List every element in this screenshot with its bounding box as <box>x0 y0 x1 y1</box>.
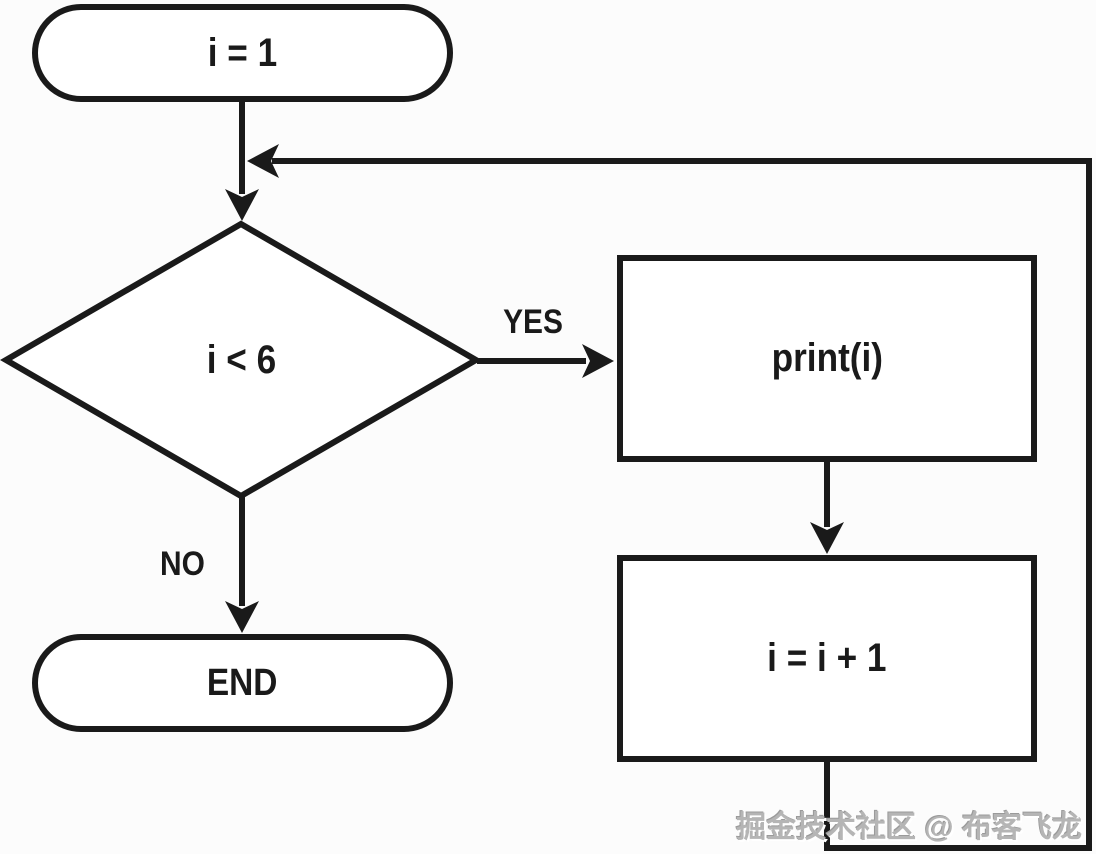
arrowhead-into-increment <box>810 522 844 554</box>
arrowhead-into-condition <box>225 189 259 221</box>
loopback-arrowhead <box>247 144 279 178</box>
print-process-shape <box>617 255 1037 462</box>
decision-diamond-shape <box>0 220 482 500</box>
start-terminator-shape <box>32 4 453 102</box>
watermark-text: 掘金技术社区 @ 布客飞龙 <box>736 811 1082 844</box>
arrowhead-into-print <box>582 344 614 378</box>
end-terminator-shape <box>32 634 453 732</box>
arrowhead-into-end <box>225 601 259 633</box>
loopback-line <box>272 158 1092 851</box>
increment-process-shape <box>617 555 1037 762</box>
